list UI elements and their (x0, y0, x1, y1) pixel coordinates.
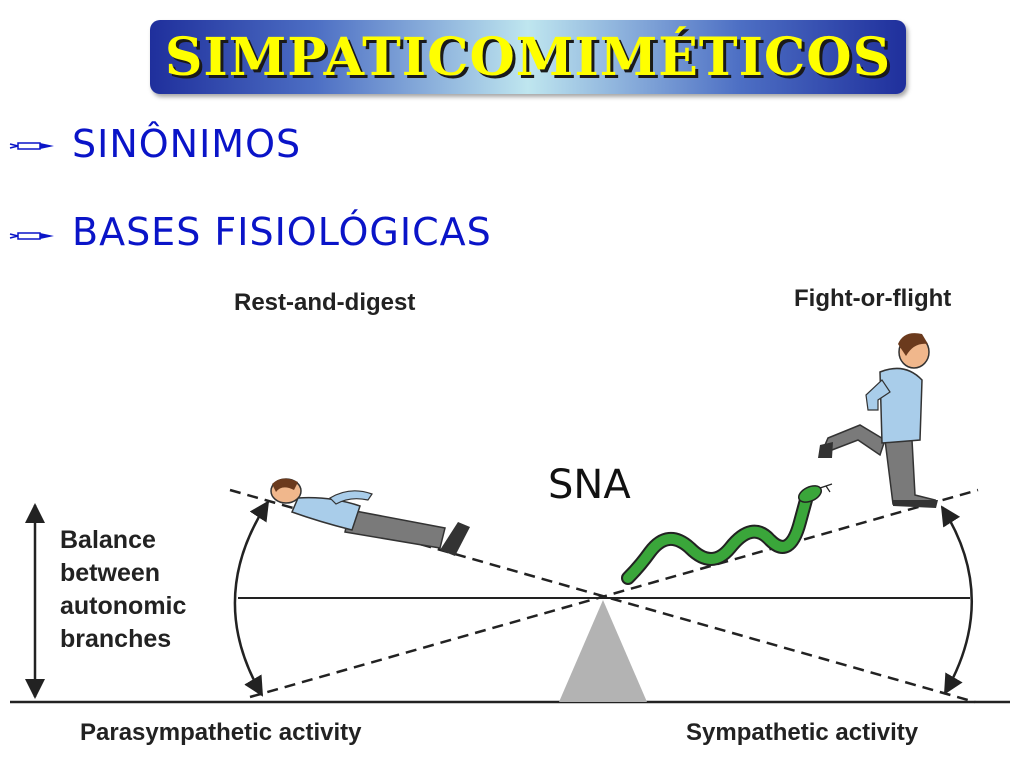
sympathetic-activity-label: Sympathetic activity (686, 719, 919, 746)
sna-label: SNA (548, 462, 631, 508)
title-banner: SIMPATICOMIMÉTICOS (150, 20, 906, 94)
running-man-figure (818, 333, 938, 508)
balance-label-line-2: between (60, 559, 160, 587)
fight-or-flight-label: Fight-or-flight (794, 285, 951, 312)
reclining-man-figure (270, 478, 470, 556)
balance-label-line-1: Balance (60, 526, 156, 554)
page-title: SIMPATICOMIMÉTICOS (164, 26, 892, 88)
pen-bullet-icon (9, 142, 54, 150)
autonomic-balance-diagram: Rest-and-digest Fight-or-flight SNA Bala… (10, 285, 1010, 746)
balance-label-line-3: autonomic (60, 592, 186, 620)
left-arc-arrow (233, 500, 270, 697)
pen-bullet-icon (9, 232, 54, 240)
balance-label-line-4: branches (60, 625, 171, 653)
right-arc-arrow (940, 505, 973, 695)
parasympathetic-activity-label: Parasympathetic activity (80, 719, 362, 746)
snake-figure (621, 483, 833, 585)
dashed-line-parasympathetic-to-flight (249, 488, 979, 699)
bullet-bases-fisiologicas: BASES FISIOLÓGICAS (72, 210, 492, 254)
rest-and-digest-label: Rest-and-digest (234, 289, 415, 316)
bullet-sinonimos: SINÔNIMOS (72, 122, 302, 166)
fulcrum (559, 600, 647, 702)
